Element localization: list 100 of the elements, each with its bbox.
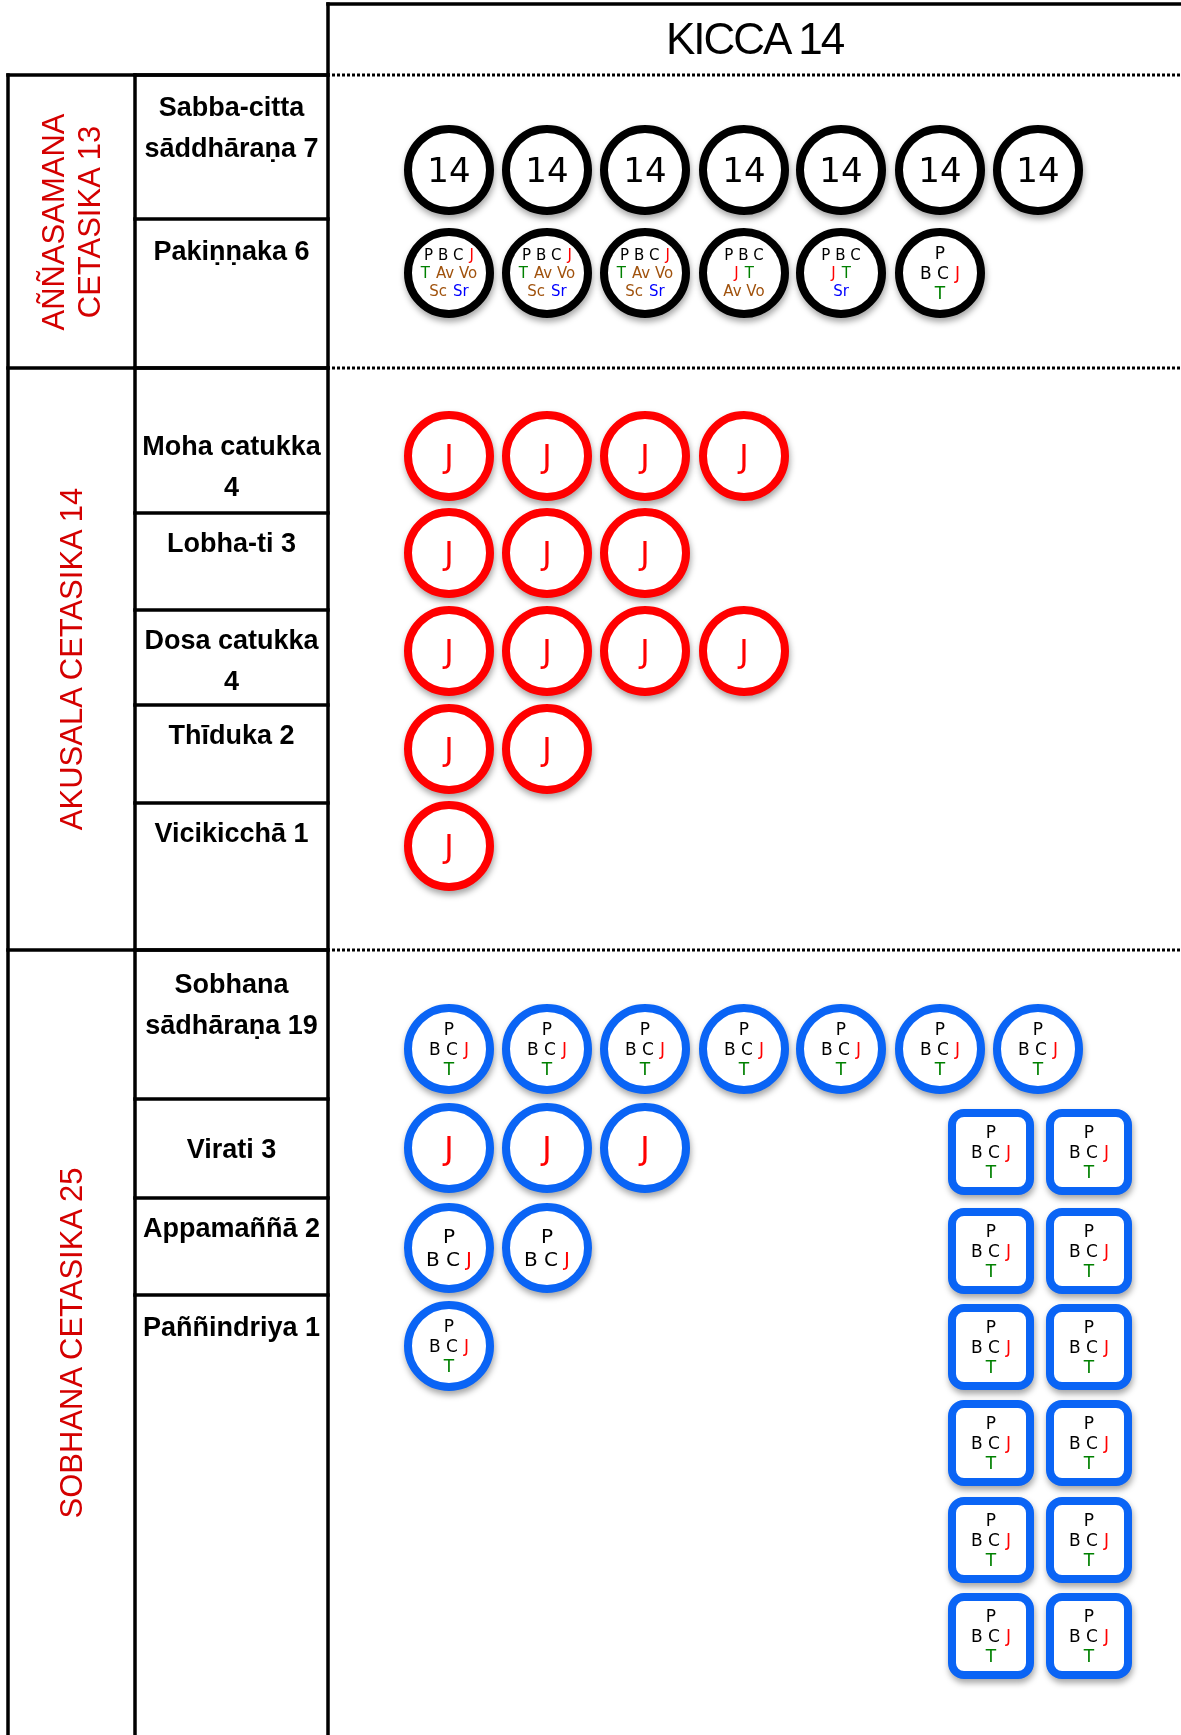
token-letter: J: [463, 1336, 469, 1356]
category-label: Dosa catukka 4: [143, 624, 320, 698]
category-label: Sabba-citta sāddhāraṇa 7: [143, 91, 320, 165]
token-circle: [600, 411, 690, 501]
token-letter: B C: [527, 1039, 556, 1059]
token-letter: J: [954, 263, 960, 283]
token-circle: [404, 1004, 494, 1094]
token-letter: 14: [525, 151, 569, 189]
token-letter: T: [934, 283, 946, 303]
token-letter: B C: [1069, 1530, 1098, 1550]
token-letter: T: [1083, 1550, 1095, 1570]
token-letter: P B C: [522, 246, 562, 264]
token-letter: P: [442, 1225, 456, 1248]
token-letter: J: [564, 1248, 570, 1271]
category-label: Sobhana sādhāraṇa 19: [144, 968, 319, 1042]
token-letter: B C: [971, 1433, 1000, 1453]
category-label: Paññindriya 1: [142, 1311, 321, 1344]
token-circle: [895, 125, 985, 215]
token-letter: P B C: [724, 246, 764, 264]
token-letter: B C: [971, 1337, 1000, 1357]
token-circle: [699, 228, 789, 318]
category-label: Moha catukka 4: [141, 430, 322, 504]
token-circle: [502, 125, 592, 215]
token-letter: J: [640, 633, 650, 669]
token-letter: T: [639, 1059, 651, 1079]
token-letter: B C: [1069, 1241, 1098, 1261]
token-letter: J: [466, 1248, 472, 1271]
token-letter: J: [1103, 1241, 1109, 1261]
token-letter: J: [640, 535, 650, 571]
token-letter: T: [744, 264, 754, 282]
token-letter: T: [443, 1356, 455, 1376]
token-circle: [895, 228, 985, 318]
token-letter: J: [1103, 1433, 1109, 1453]
token-circle: [404, 1103, 494, 1193]
token-letter: T: [541, 1059, 553, 1079]
token-circle: [404, 411, 494, 501]
token-letter: B C: [1069, 1433, 1098, 1453]
token-letter: B C: [1069, 1142, 1098, 1162]
token-circle: [699, 606, 789, 696]
token-letter: B C: [429, 1336, 458, 1356]
token-letter: J: [1005, 1241, 1011, 1261]
token-letter: Av Vo: [533, 264, 576, 282]
category-label: Thīduka 2: [168, 719, 295, 752]
token-letter: J: [463, 1039, 469, 1059]
token-square: [948, 1400, 1034, 1486]
token-letter: T: [841, 264, 851, 282]
token-letter: J: [444, 438, 454, 474]
token-letter: T: [934, 1059, 946, 1079]
token-letter: T: [443, 1059, 455, 1079]
token-square: [1046, 1109, 1132, 1195]
token-letter: T: [616, 264, 626, 282]
token-letter: J: [1005, 1626, 1011, 1646]
token-letter: P: [934, 1019, 946, 1039]
token-circle: [404, 801, 494, 891]
token-letter: T: [1032, 1059, 1044, 1079]
token-letter: Av Vo: [723, 282, 765, 300]
token-letter: J: [469, 246, 474, 264]
token-circle: [502, 1004, 592, 1094]
token-letter: P B C: [821, 246, 861, 264]
token-circle: [796, 1004, 886, 1094]
token-letter: J: [444, 1130, 454, 1166]
token-letter: T: [518, 264, 528, 282]
token-circle: [600, 228, 690, 318]
token-letter: P: [541, 1019, 553, 1039]
token-letter: P: [934, 243, 946, 263]
token-circle: [404, 704, 494, 794]
token-letter: P B C: [620, 246, 660, 264]
token-circle: [502, 606, 592, 696]
token-letter: B C: [920, 1039, 949, 1059]
token-letter: P: [639, 1019, 651, 1039]
token-letter: T: [985, 1550, 997, 1570]
token-letter: T: [985, 1162, 997, 1182]
token-letter: Sc: [527, 282, 546, 300]
token-letter: B C: [724, 1039, 753, 1059]
token-letter: P: [443, 1316, 455, 1336]
token-letter: P: [985, 1122, 997, 1142]
token-circle: [502, 1103, 592, 1193]
token-square: [1046, 1593, 1132, 1679]
token-letter: J: [1103, 1337, 1109, 1357]
token-letter: B C: [524, 1248, 559, 1271]
token-circle: [404, 508, 494, 598]
section-heading: AKUSALA CETASIKA 14: [53, 486, 90, 833]
token-letter: P: [985, 1413, 997, 1433]
token-letter: Av Vo: [435, 264, 478, 282]
token-letter: B C: [971, 1530, 1000, 1550]
token-square: [948, 1109, 1034, 1195]
token-circle: [404, 228, 494, 318]
token-letter: B C: [971, 1142, 1000, 1162]
token-square: [948, 1497, 1034, 1583]
token-letter: P: [1083, 1413, 1095, 1433]
token-letter: B C: [429, 1039, 458, 1059]
token-letter: Av Vo: [631, 264, 674, 282]
token-letter: Sc: [625, 282, 644, 300]
token-letter: J: [758, 1039, 764, 1059]
token-circle: [993, 125, 1083, 215]
token-letter: J: [734, 264, 739, 282]
token-circle: [796, 228, 886, 318]
token-letter: B C: [971, 1241, 1000, 1261]
token-letter: P: [985, 1606, 997, 1626]
token-letter: J: [542, 731, 552, 767]
